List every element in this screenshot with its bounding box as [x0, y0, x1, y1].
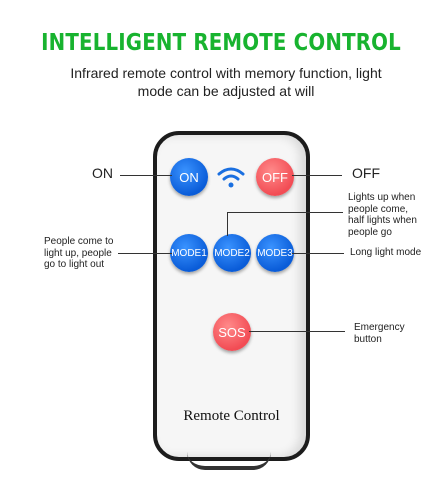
on-button[interactable]: ON: [170, 158, 208, 196]
remote-label: Remote Control: [183, 408, 280, 424]
off-callout-label: OFF: [352, 165, 380, 181]
sos-callout-line-2: button: [354, 334, 382, 345]
mode1-button[interactable]: MODE1: [170, 234, 208, 272]
mode1-callout-line-2: light up, people: [44, 247, 112, 259]
mode2-callout-label: Lights up when people come, half lights …: [348, 192, 417, 238]
on-callout-label: ON: [92, 165, 113, 181]
on-callout-line: [120, 175, 172, 176]
mode2-button[interactable]: MODE2: [213, 234, 251, 272]
sos-callout-line: [249, 331, 345, 332]
off-button[interactable]: OFF: [256, 158, 294, 196]
mode2-callout-line-3: half lights when: [348, 215, 417, 226]
sos-button[interactable]: SOS: [213, 313, 251, 351]
subtitle-line-2: mode can be adjusted at will: [137, 83, 315, 99]
mode3-callout-label: Long light mode: [350, 247, 422, 258]
mode3-button[interactable]: MODE3: [256, 234, 294, 272]
subtitle: Infrared remote control with memory func…: [40, 64, 412, 100]
wifi-icon: [217, 167, 245, 188]
mode1-callout-line: [118, 253, 172, 254]
mode2-callout-vertical: [227, 212, 228, 236]
mode1-callout-line-3: go to light out: [44, 259, 105, 270]
mode2-callout-line-1: Lights up when: [348, 192, 416, 203]
remote-bottom-edge: [187, 452, 271, 470]
mode2-callout-horizontal: [227, 212, 343, 213]
mode2-callout-line-2: people come,: [348, 203, 409, 215]
sos-callout-label: Emergency button: [354, 322, 405, 346]
subtitle-line-1: Infrared remote control with memory func…: [70, 65, 382, 81]
mode1-callout-label: People come to light up, people go to li…: [44, 236, 114, 271]
off-callout-line: [292, 175, 342, 176]
mode3-callout-line: [292, 253, 344, 254]
mode2-callout-line-4: people go: [348, 226, 392, 238]
mode1-callout-line-1: People come to: [44, 236, 114, 247]
sos-callout-line-1: Emergency: [354, 322, 405, 333]
page-title: INTELLIGENT REMOTE CONTROL: [41, 30, 401, 56]
